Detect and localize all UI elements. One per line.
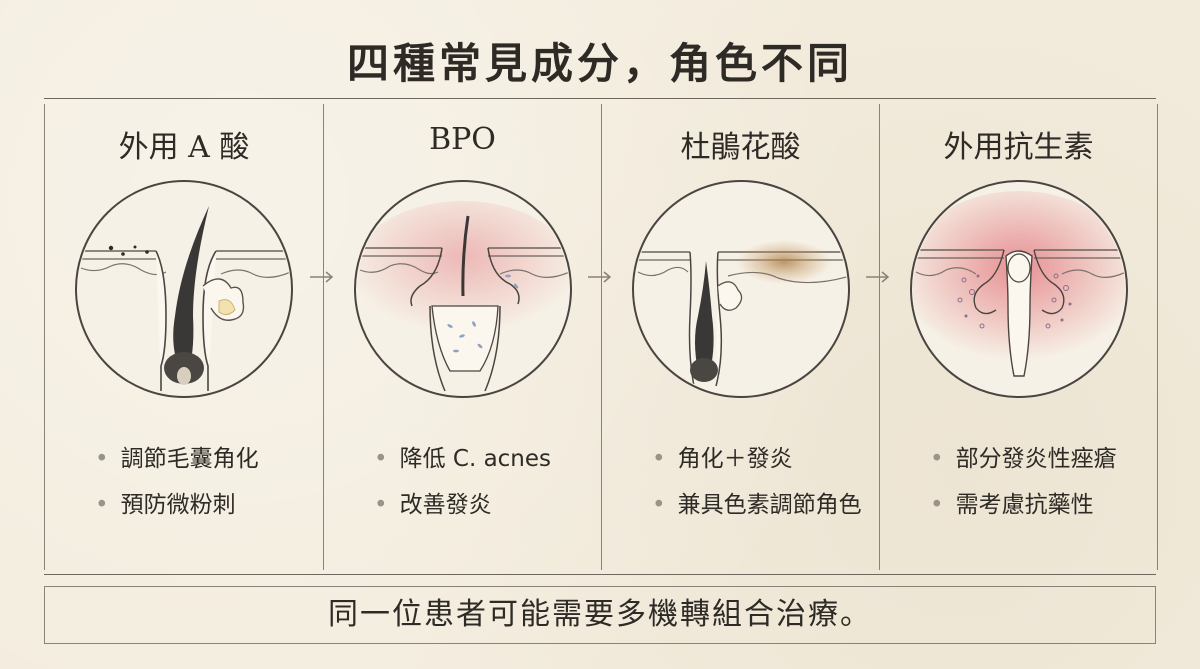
arrow-right-icon bbox=[588, 271, 612, 283]
panel-title: 杜鵑花酸 bbox=[680, 130, 801, 165]
bullet-item: 部分發炎性痤瘡 bbox=[930, 436, 1117, 482]
panel-bpo: BPO bbox=[323, 104, 601, 570]
bullet-item: 角化＋發炎 bbox=[652, 436, 862, 482]
bullet-list: 降低 C. acnes 改善發炎 bbox=[374, 436, 551, 528]
follicle-illustration-pigment bbox=[632, 180, 850, 398]
bullet-list: 部分發炎性痤瘡 需考慮抗藥性 bbox=[930, 436, 1117, 528]
bullet-item: 改善發炎 bbox=[374, 482, 551, 528]
top-divider bbox=[44, 98, 1156, 99]
page-title: 四種常見成分，角色不同 bbox=[346, 39, 853, 88]
follicle-illustration-inflamed bbox=[910, 180, 1128, 398]
arrow-right-icon bbox=[866, 271, 890, 283]
bullet-item: 調節毛囊角化 bbox=[95, 436, 259, 482]
panel-retinoid: 外用 A 酸 調節毛囊角化 預防微粉刺 bbox=[45, 104, 323, 570]
bullet-item: 兼具色素調節角色 bbox=[652, 482, 862, 528]
bullet-item: 預防微粉刺 bbox=[95, 482, 259, 528]
bullet-list: 角化＋發炎 兼具色素調節角色 bbox=[652, 436, 862, 528]
bottom-divider bbox=[44, 574, 1156, 575]
panel-title: 外用 A 酸 bbox=[118, 130, 250, 165]
bullet-item: 需考慮抗藥性 bbox=[930, 482, 1117, 528]
panels-row: 外用 A 酸 調節毛囊角化 預防微粉刺 bbox=[44, 104, 1158, 570]
arrow-right-icon bbox=[310, 271, 334, 283]
follicle-illustration-bacteria bbox=[354, 180, 572, 398]
panel-azelaic: 杜鵑花酸 角化＋發炎 兼具色素調節角色 bbox=[601, 104, 879, 570]
panel-antibiotic: 外用抗生素 bbox=[879, 104, 1157, 570]
panel-title: 外用抗生素 bbox=[943, 130, 1094, 165]
panel-title: BPO bbox=[429, 122, 496, 157]
bullet-list: 調節毛囊角化 預防微粉刺 bbox=[95, 436, 259, 528]
footer-note: 同一位患者可能需要多機轉組合治療。 bbox=[44, 586, 1156, 644]
bullet-item: 降低 C. acnes bbox=[374, 436, 551, 482]
follicle-illustration-clean bbox=[75, 180, 293, 398]
